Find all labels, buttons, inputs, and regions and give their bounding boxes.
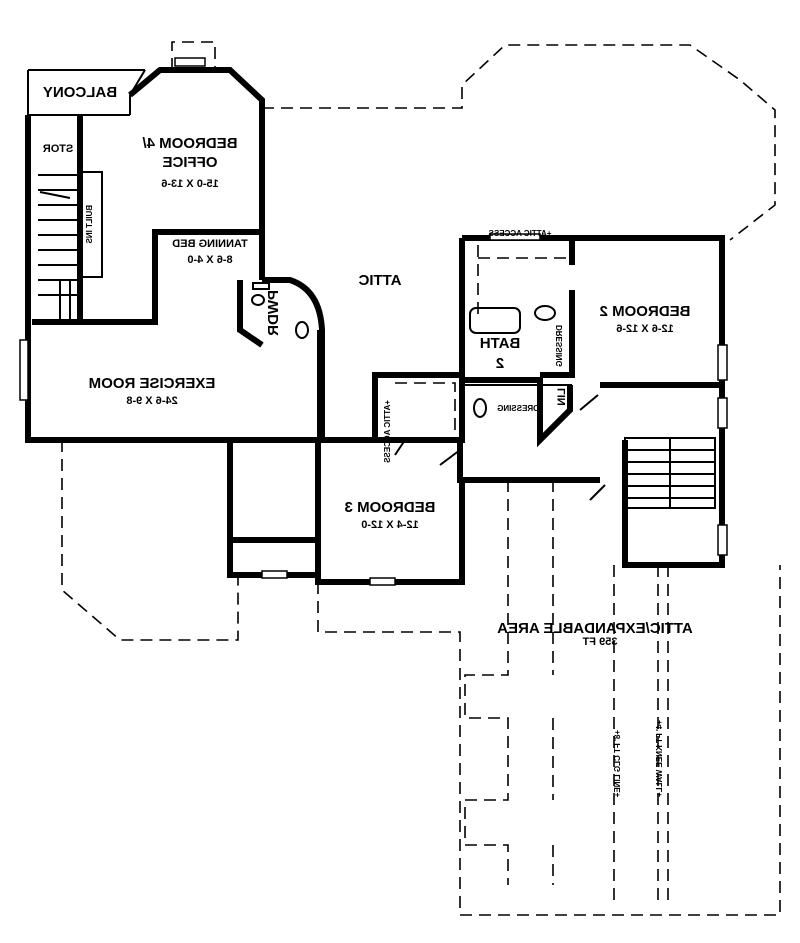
label-balcony: BALCONY bbox=[43, 84, 117, 101]
label-bedroom2: BEDROOM 2 bbox=[600, 303, 691, 320]
attic-outline-top bbox=[262, 44, 776, 241]
dim-tanning: 8-6 X 4-0 bbox=[187, 254, 232, 266]
label-office: OFFICE bbox=[163, 154, 218, 171]
label-attic-access-small: +ATTIC ACCESS bbox=[383, 400, 392, 464]
windows bbox=[19, 57, 728, 586]
stair-right bbox=[624, 437, 716, 509]
label-tanning: TANNING BED bbox=[172, 238, 248, 250]
label-attic-access-top: +ATTIC ACCESS bbox=[488, 229, 552, 238]
stair-left bbox=[38, 171, 103, 322]
label-knee-wall: +4' FT KNEE WALL+ bbox=[655, 720, 664, 797]
wall-bedroom4 bbox=[128, 67, 265, 280]
label-dressing-2: DRESSING bbox=[497, 404, 539, 413]
attic-dormers bbox=[464, 480, 669, 905]
label-attic: ATTIC bbox=[358, 272, 401, 289]
label-clg-line: +8' FT CLG LINE+ bbox=[613, 730, 622, 798]
wall-small-rooms bbox=[227, 440, 318, 578]
label-built-ins: BUILT INS bbox=[85, 205, 94, 244]
label-bath2-num: 2 bbox=[496, 355, 504, 372]
label-dressing-1: DRESSING bbox=[555, 325, 564, 367]
fixtures bbox=[251, 282, 606, 501]
dim-bedroom2: 12-6 X 12-6 bbox=[616, 323, 673, 335]
dim-bedroom3: 12-4 X 12-0 bbox=[361, 519, 418, 531]
label-bedroom4: BEDROOM 4/ bbox=[142, 135, 238, 152]
label-stor: STOR bbox=[43, 143, 73, 155]
dim-bedroom4: 15-0 X 13-6 bbox=[161, 178, 218, 190]
wall-stor bbox=[77, 115, 83, 325]
wall-utility bbox=[318, 235, 725, 448]
label-pwdr: PWDR bbox=[265, 290, 282, 336]
dim-expandable: 359 FT bbox=[582, 636, 617, 648]
attic-outline-left bbox=[61, 440, 239, 641]
label-exercise: EXERCISE ROOM bbox=[89, 375, 216, 392]
wall-pwdr bbox=[237, 277, 325, 440]
attic-outline-bottom bbox=[317, 565, 781, 916]
label-lin: LIN bbox=[556, 388, 568, 406]
dim-exercise: 24-6 X 9-8 bbox=[126, 395, 177, 407]
attic-dashed-inner bbox=[395, 245, 570, 440]
label-expandable: ATTIC/EXPANDABLE AREA bbox=[497, 620, 693, 637]
label-bath2: BATH bbox=[480, 335, 521, 352]
attic-outline-bay bbox=[171, 41, 216, 70]
wall-stair-left bbox=[32, 229, 262, 325]
label-bedroom3: BEDROOM 3 bbox=[345, 499, 436, 516]
